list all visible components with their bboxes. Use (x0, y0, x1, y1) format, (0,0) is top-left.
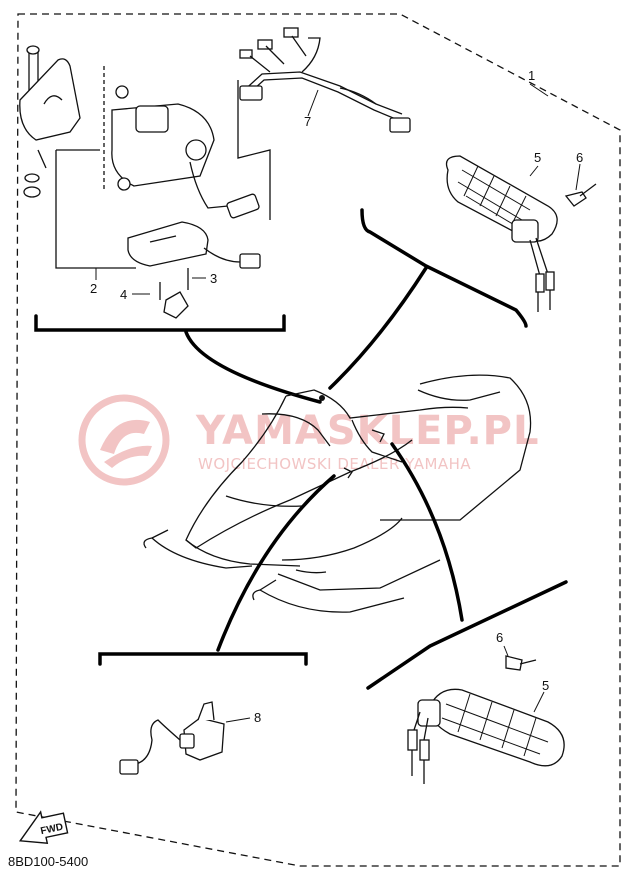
arrow-bottom-left-group (216, 474, 336, 652)
group-bracket-right-top (360, 208, 528, 328)
watermark-logo (78, 394, 170, 486)
watermark: YAMASKLEP.PL WOJCIECHOWSKI DEALER YAMAHA (78, 394, 538, 486)
snowmobile (143, 374, 532, 613)
fwd-label: FWD (40, 822, 65, 837)
callout-6-top: 6 (576, 150, 583, 165)
callout-8: 8 (254, 710, 261, 725)
leader-5-bottom (533, 691, 545, 713)
callout-4: 4 (120, 287, 127, 302)
leader-7 (307, 89, 319, 117)
switch-assembly (19, 45, 271, 319)
leader-6-top (575, 163, 581, 191)
group-bracket-left (34, 314, 286, 332)
leader-1 (529, 83, 549, 97)
diagram-code: 8BD100-5400 (8, 854, 88, 869)
arrow-bottom-right-group (390, 442, 464, 622)
callout-2: 2 (90, 281, 97, 296)
leader-5-top (529, 165, 539, 177)
group-bracket-bottom-left (98, 652, 308, 666)
group-bracket-bottom-right (366, 580, 568, 690)
watermark-sub-text: WOJCIECHOWSKI DEALER YAMAHA (198, 455, 471, 473)
leader-6-bottom (503, 645, 509, 657)
fwd-arrow-icon: FWD (18, 810, 69, 845)
callout-6-bottom: 6 (496, 630, 503, 645)
callout-5-bottom: 5 (542, 678, 549, 693)
toggle-switch (119, 701, 225, 775)
callout-7: 7 (304, 114, 311, 129)
leader-8 (225, 717, 251, 723)
callout-3: 3 (210, 271, 217, 286)
grip-bottom (407, 655, 565, 784)
wire-harness (239, 27, 411, 133)
arrow-left-group (184, 330, 322, 404)
grip-top (445, 155, 597, 312)
callout-1: 1 (528, 68, 535, 83)
callout-5-top: 5 (534, 150, 541, 165)
arrow-right-top-group (328, 266, 428, 390)
